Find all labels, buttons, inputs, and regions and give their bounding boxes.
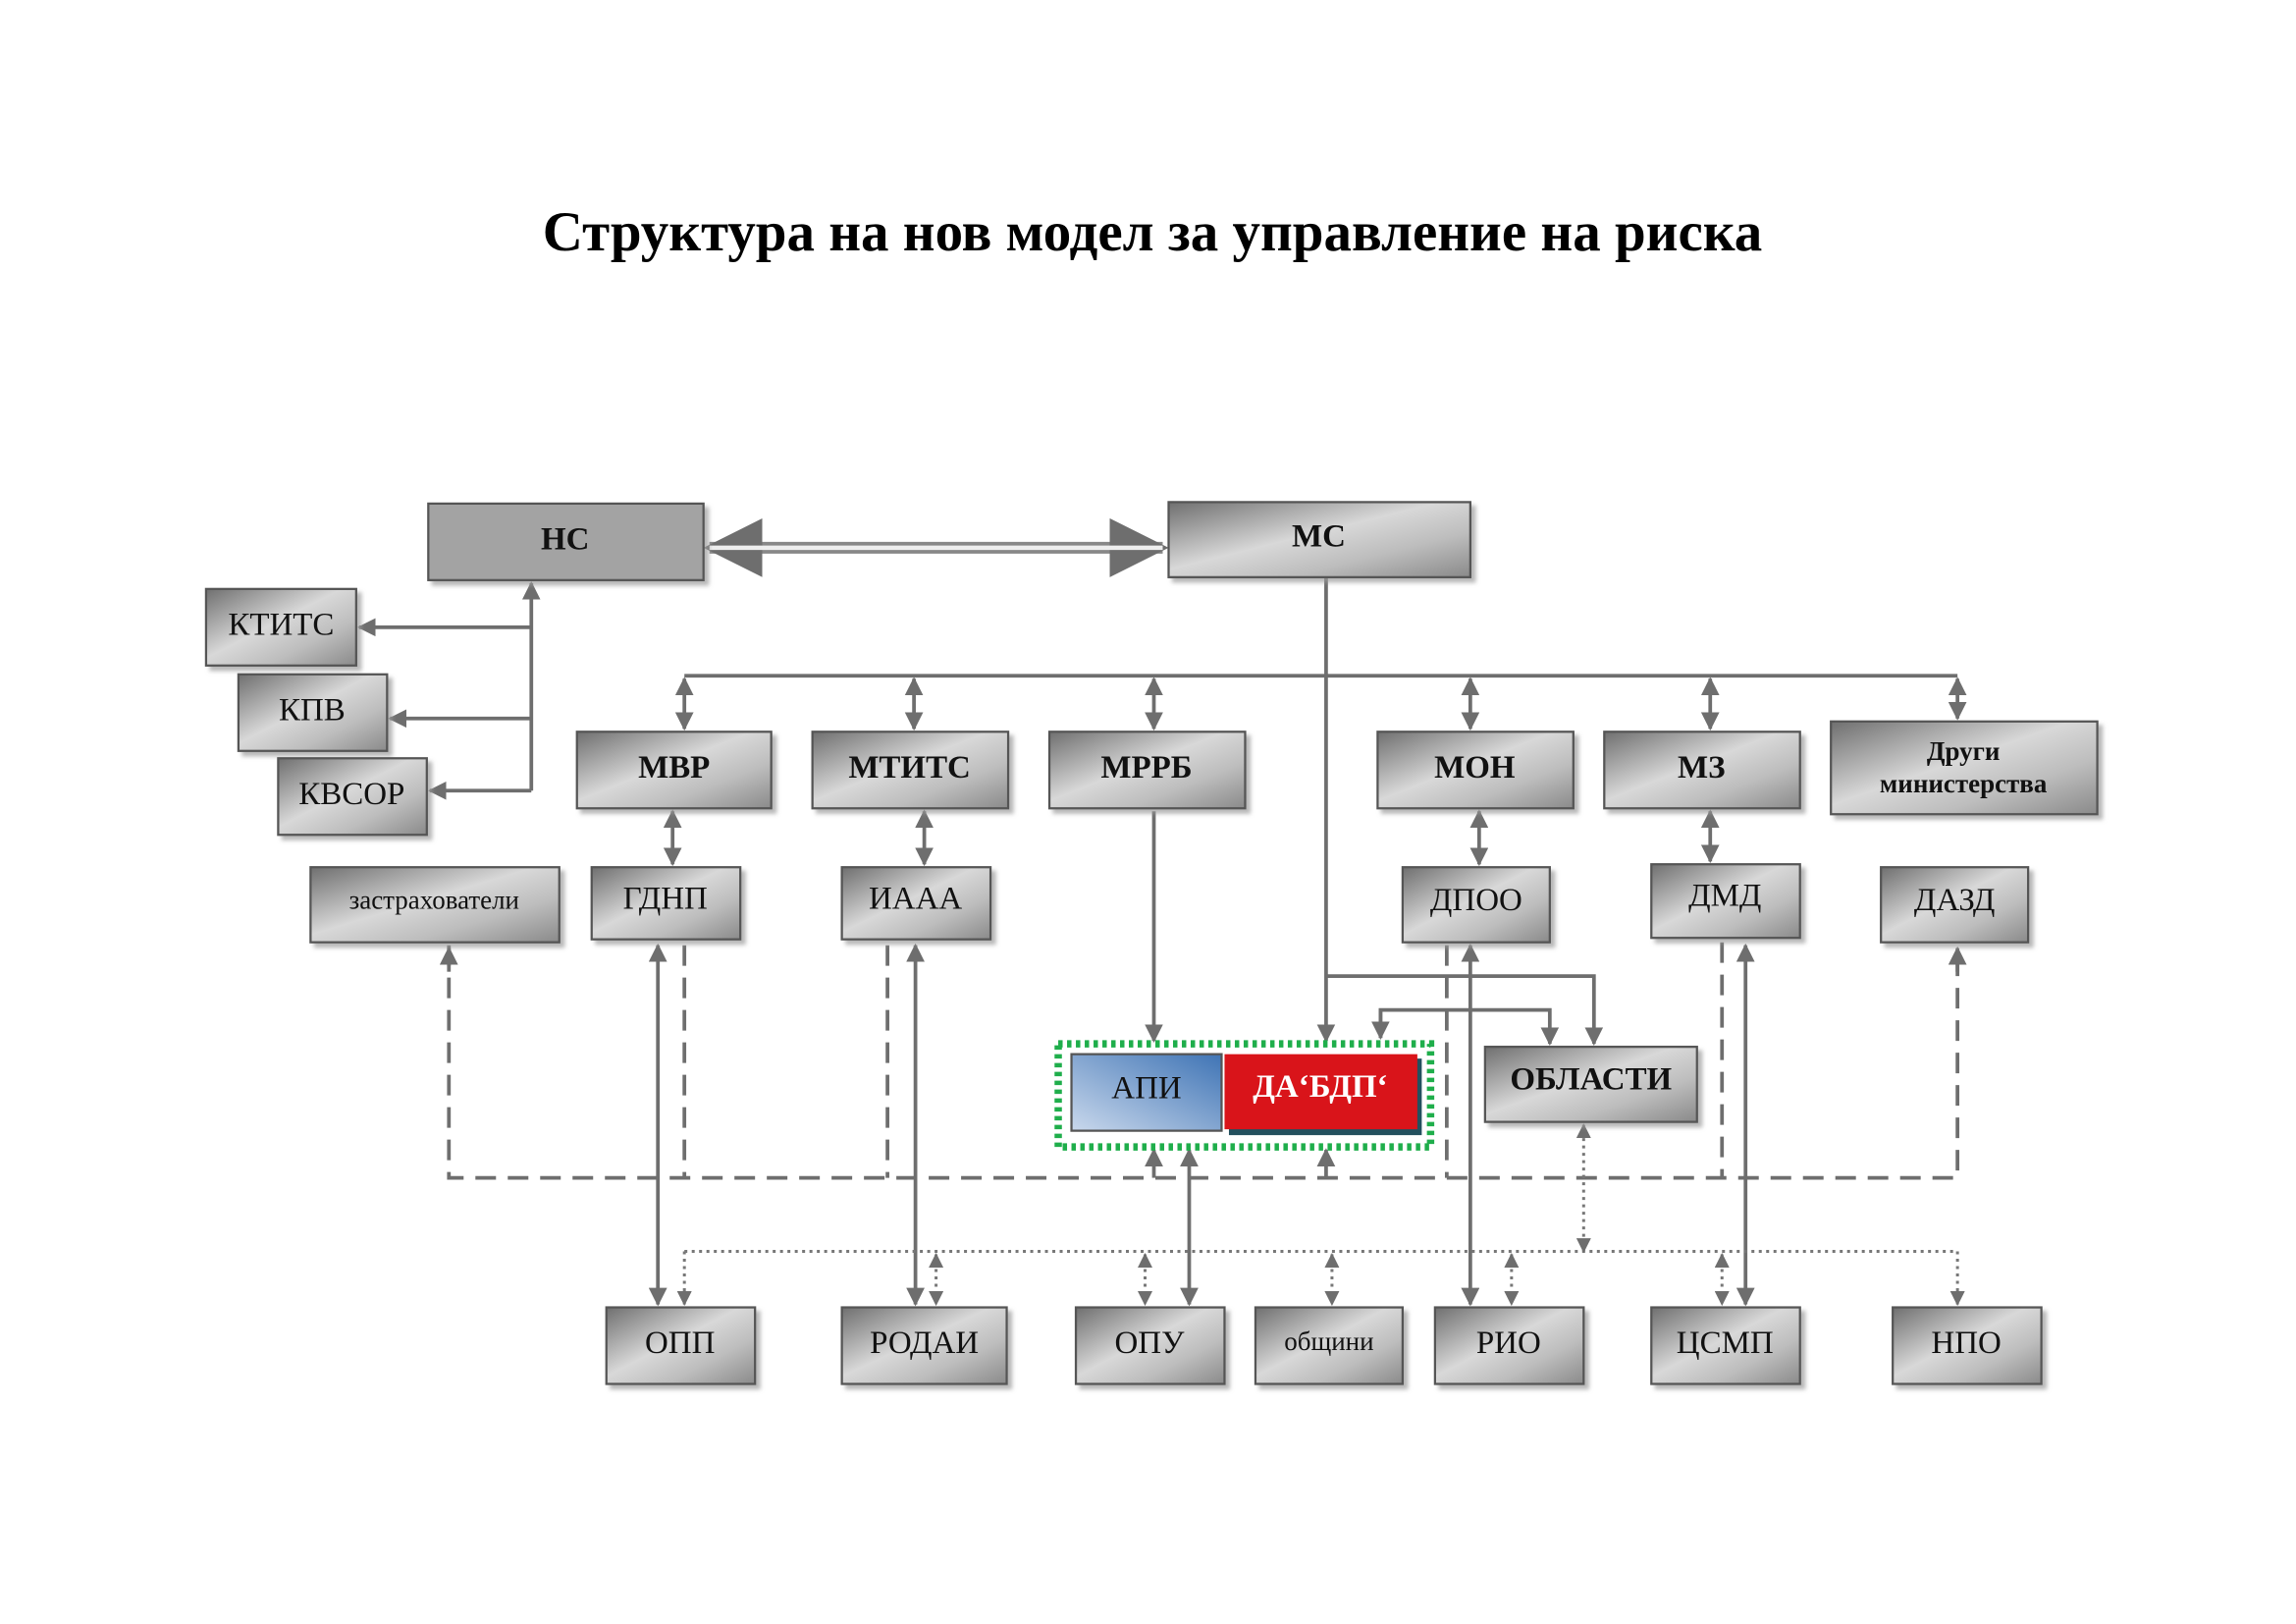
node-oblasti: ОБЛАСТИ <box>1483 1046 1698 1123</box>
svg-text:Други: Други <box>1927 736 2000 766</box>
node-opp: ОПП <box>605 1306 757 1385</box>
svg-text:ОПУ: ОПУ <box>1115 1326 1186 1361</box>
svg-text:РОДАИ: РОДАИ <box>870 1326 979 1361</box>
node-tsmp: ЦСМП <box>1650 1306 1801 1385</box>
node-mz: МЗ <box>1603 731 1801 810</box>
node-dabdp: ДА‘БДП‘ <box>1224 1054 1422 1136</box>
svg-text:МТИТС: МТИТС <box>848 750 971 785</box>
node-kpv: КПВ <box>237 673 389 752</box>
node-api: АПИ <box>1070 1053 1223 1132</box>
svg-text:ДПОО: ДПОО <box>1430 883 1522 918</box>
svg-text:КТИТС: КТИТС <box>228 607 334 642</box>
svg-text:КВСОР: КВСОР <box>298 777 404 812</box>
svg-text:АПИ: АПИ <box>1111 1071 1181 1107</box>
node-dazd: ДАЗД <box>1880 866 2030 944</box>
node-kvsor: КВСОР <box>277 757 428 837</box>
svg-text:МС: МС <box>1292 518 1346 554</box>
svg-text:ДАЗД: ДАЗД <box>1914 883 1995 918</box>
node-other-ministries: Други министерства <box>1830 720 2099 816</box>
page-title: Структура на нов модел за управление на … <box>543 201 1762 263</box>
svg-text:НПО: НПО <box>1931 1326 2001 1361</box>
node-iaaa: ИААА <box>840 866 992 941</box>
node-mon: МОН <box>1376 731 1575 810</box>
svg-text:МРРБ: МРРБ <box>1100 750 1192 785</box>
svg-text:МВР: МВР <box>638 750 710 785</box>
svg-text:застрахователи: застрахователи <box>349 885 519 914</box>
connectors <box>356 517 1967 1307</box>
svg-text:ДА‘БДП‘: ДА‘БДП‘ <box>1253 1069 1387 1105</box>
node-ns: НС <box>427 502 705 581</box>
svg-text:ДМД: ДМД <box>1688 878 1761 913</box>
node-opu: ОПУ <box>1074 1306 1226 1385</box>
svg-text:министерства: министерства <box>1880 769 2048 798</box>
svg-text:ОПП: ОПП <box>645 1326 715 1361</box>
svg-text:ОБЛАСТИ: ОБЛАСТИ <box>1510 1062 1672 1098</box>
node-obshtini: общини <box>1254 1306 1405 1385</box>
node-ktits: КТИТС <box>204 587 357 667</box>
svg-text:РИО: РИО <box>1476 1326 1541 1361</box>
node-rodai: РОДАИ <box>840 1306 1008 1385</box>
node-mrrb: МРРБ <box>1047 731 1247 810</box>
node-dpoo: ДПОО <box>1401 866 1551 944</box>
node-dmd: ДМД <box>1650 863 1801 940</box>
svg-text:ЦСМП: ЦСМП <box>1677 1326 1774 1361</box>
svg-text:ГДНП: ГДНП <box>623 881 708 916</box>
node-ms: МС <box>1167 501 1471 578</box>
svg-text:общини: общини <box>1284 1326 1373 1356</box>
svg-text:НС: НС <box>541 521 589 557</box>
node-npo: НПО <box>1892 1306 2043 1385</box>
svg-text:КПВ: КПВ <box>279 692 346 728</box>
node-mtits: МТИТС <box>811 731 1010 810</box>
svg-text:МЗ: МЗ <box>1678 750 1726 785</box>
highlight-frame <box>1054 1040 1435 1151</box>
node-rio: РИО <box>1433 1306 1585 1385</box>
svg-text:ИААА: ИААА <box>869 881 962 916</box>
node-gdnp: ГДНП <box>590 866 742 941</box>
node-mvr: МВР <box>575 731 773 810</box>
svg-text:МОН: МОН <box>1434 750 1516 785</box>
node-insurers: застрахователи <box>309 866 561 944</box>
